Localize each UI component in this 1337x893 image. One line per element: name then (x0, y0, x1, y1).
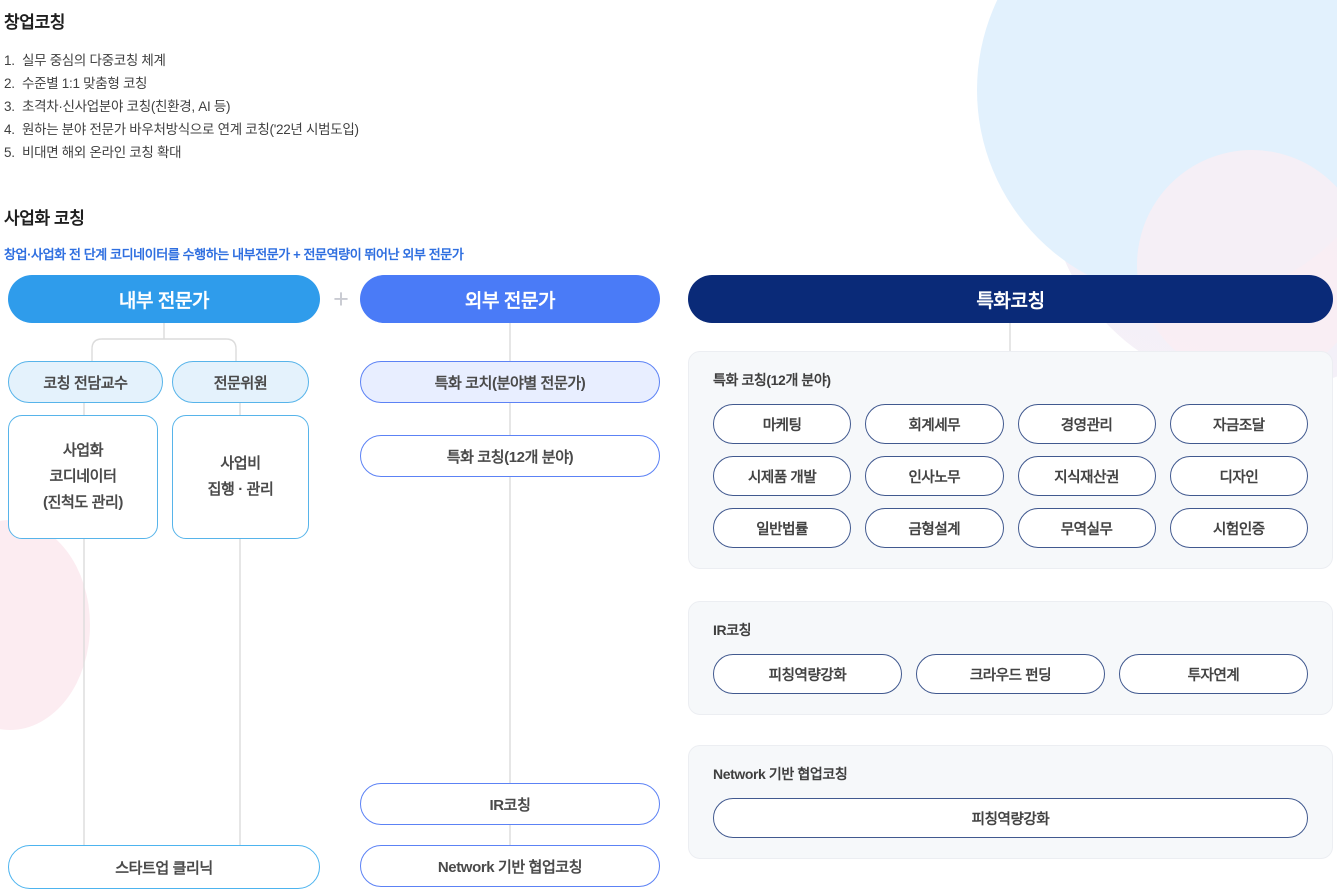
external-expert-header[interactable]: 외부 전문가 (360, 275, 660, 323)
chip-prototype-dev[interactable]: 시제품 개발 (713, 456, 852, 496)
list-item-label: 원하는 분야 전문가 바우처방식으로 연계 코칭('22년 시범도입) (22, 122, 359, 137)
chip-row: 피칭역량강화 크라우드 펀딩 투자연계 (713, 654, 1308, 694)
node-line: (진척도 관리) (43, 494, 123, 511)
list-item: 1. 실무 중심의 다중코칭 체계 (4, 49, 1337, 72)
node-ir-coaching[interactable]: IR코칭 (360, 783, 660, 825)
node-line: 코디네이터 (49, 468, 117, 485)
chip-crowd-funding[interactable]: 크라우드 펀딩 (916, 654, 1105, 694)
chip-row: 피칭역량강화 (713, 798, 1308, 838)
commercialization-section: 사업화 코칭 창업·사업화 전 단계 코디네이터를 수행하는 내부전문가 + 전… (4, 204, 1337, 263)
chip-design[interactable]: 디자인 (1169, 456, 1308, 496)
node-specialized-coach[interactable]: 특화 코치(분야별 전문가) (360, 361, 660, 403)
chip-general-law[interactable]: 일반법률 (713, 508, 852, 548)
chip-row: 시제품 개발 인사노무 지식재산권 디자인 (713, 456, 1308, 496)
specialized-coaching-header[interactable]: 특화코칭 (688, 275, 1333, 323)
card-specialized-12-fields: 특화 코칭(12개 분야) 마케팅 회계세무 경영관리 자금조달 시제품 개발 … (688, 351, 1333, 569)
list-item-label: 초격차·신사업분야 코칭(친환경, AI 등) (22, 99, 231, 114)
node-line: 사업비 (220, 455, 261, 472)
chip-pitching-capability[interactable]: 피칭역량강화 (713, 654, 902, 694)
list-item-label: 수준별 1:1 맞춤형 코칭 (22, 76, 148, 91)
list-item: 2. 수준별 1:1 맞춤형 코칭 (4, 72, 1337, 95)
chip-management[interactable]: 경영관리 (1017, 404, 1156, 444)
node-line: 사업화 (62, 442, 104, 459)
list-item: 5. 비대면 해외 온라인 코칭 확대 (4, 141, 1337, 164)
node-coaching-professor[interactable]: 코칭 전담교수 (8, 361, 163, 403)
chip-intellectual-property[interactable]: 지식재산권 (1017, 456, 1156, 496)
chip-row: 일반법률 금형설계 무역실무 시험인증 (713, 508, 1308, 548)
card-ir-coaching: IR코칭 피칭역량강화 크라우드 펀딩 투자연계 (688, 601, 1333, 715)
node-line: 집행 · 관리 (207, 481, 274, 498)
internal-expert-header[interactable]: 내부 전문가 (8, 275, 320, 323)
chip-financing[interactable]: 자금조달 (1169, 404, 1308, 444)
list-item-number: 4. (4, 122, 15, 137)
plus-icon: + (333, 283, 349, 314)
node-network-collaboration-coaching[interactable]: Network 기반 협업코칭 (360, 845, 660, 887)
list-item-number: 5. (4, 145, 15, 160)
coaching-diagram: 내부 전문가 + 외부 전문가 특화코칭 코칭 전담교수 전문위원 사업화 코디… (4, 275, 1337, 893)
chip-test-certification[interactable]: 시험인증 (1169, 508, 1308, 548)
card-title: 특화 코칭(12개 분야) (713, 372, 831, 388)
list-item-number: 2. (4, 76, 15, 91)
chip-marketing[interactable]: 마케팅 (713, 404, 852, 444)
list-item: 3. 초격차·신사업분야 코칭(친환경, AI 등) (4, 95, 1337, 118)
chip-trade-practice[interactable]: 무역실무 (1017, 508, 1156, 548)
list-item-number: 1. (4, 53, 15, 68)
node-expert-committee[interactable]: 전문위원 (172, 361, 309, 403)
card-title: IR코칭 (713, 622, 752, 638)
chip-row: 마케팅 회계세무 경영관리 자금조달 (713, 404, 1308, 444)
node-startup-clinic[interactable]: 스타트업 클리닉 (8, 845, 320, 889)
commercialization-title: 사업화 코칭 (4, 209, 85, 228)
list-item-label: 실무 중심의 다중코칭 체계 (22, 53, 166, 68)
startup-coaching-list: 1. 실무 중심의 다중코칭 체계 2. 수준별 1:1 맞춤형 코칭 3. 초… (4, 49, 1337, 164)
list-item-label: 비대면 해외 온라인 코칭 확대 (22, 145, 182, 160)
chip-investment-link[interactable]: 투자연계 (1119, 654, 1308, 694)
node-project-budget[interactable]: 사업비 집행 · 관리 (172, 415, 309, 539)
chip-hr-labor[interactable]: 인사노무 (865, 456, 1004, 496)
chip-accounting-tax[interactable]: 회계세무 (865, 404, 1004, 444)
list-item-number: 3. (4, 99, 15, 114)
list-item: 4. 원하는 분야 전문가 바우처방식으로 연계 코칭('22년 시범도입) (4, 118, 1337, 141)
node-commercialization-coordinator[interactable]: 사업화 코디네이터 (진척도 관리) (8, 415, 158, 539)
node-specialized-coaching-12[interactable]: 특화 코칭(12개 분야) (360, 435, 660, 477)
card-title: Network 기반 협업코칭 (713, 766, 848, 782)
commercialization-subtitle: 창업·사업화 전 단계 코디네이터를 수행하는 내부전문가 + 전문역량이 뛰어… (4, 247, 464, 262)
startup-coaching-title: 창업코칭 (4, 13, 65, 32)
chip-mold-design[interactable]: 금형설계 (865, 508, 1004, 548)
chip-pitching-capability-network[interactable]: 피칭역량강화 (713, 798, 1308, 838)
card-network-collaboration: Network 기반 협업코칭 피칭역량강화 (688, 745, 1333, 859)
